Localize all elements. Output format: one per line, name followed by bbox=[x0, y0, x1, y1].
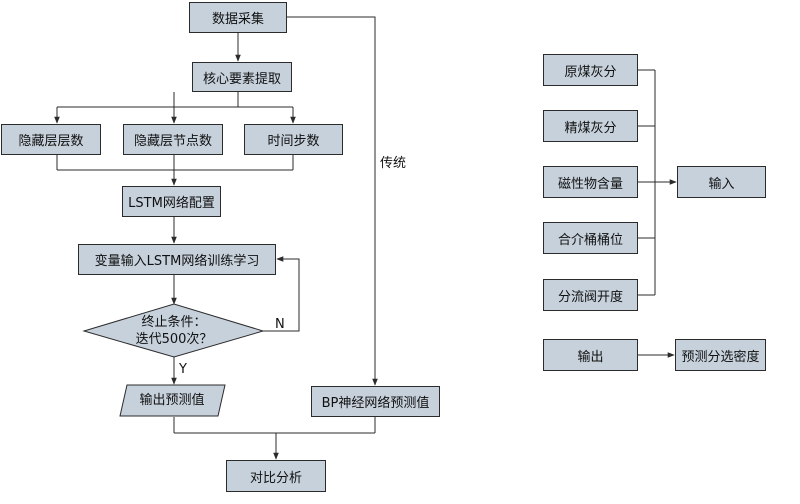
time-steps-label: 时间步数 bbox=[267, 134, 320, 149]
output-target-box: 预测分选密度 bbox=[675, 339, 766, 371]
input-item-3: 磁性物含量 bbox=[543, 166, 638, 198]
output-parallelogram bbox=[119, 384, 226, 417]
condition-line2: 迭代500次？ bbox=[135, 332, 213, 347]
condition-line1: 终止条件： bbox=[141, 315, 207, 330]
lstm-config-box: LSTM网络配置 bbox=[122, 186, 221, 217]
time-steps-box: 时间步数 bbox=[244, 124, 343, 155]
no-label: N bbox=[275, 317, 285, 332]
condition-diamond bbox=[82, 303, 265, 358]
input-target-label: 输入 bbox=[708, 176, 735, 192]
compare-box: 对比分析 bbox=[226, 460, 326, 492]
input-item-5-label: 分流阀开度 bbox=[557, 289, 623, 305]
input-item-2: 精煤灰分 bbox=[543, 110, 638, 142]
output-pred-label: 输出预测值 bbox=[139, 393, 205, 408]
output-source-label: 输出 bbox=[577, 349, 604, 365]
lstm-config-label: LSTM网络配置 bbox=[128, 196, 215, 211]
bp-pred-box: BP神经网络预测值 bbox=[311, 386, 440, 417]
input-item-3-label: 磁性物含量 bbox=[557, 176, 623, 192]
collect-box: 数据采集 bbox=[189, 2, 287, 33]
hidden-layers-box: 隐藏层层数 bbox=[1, 124, 101, 155]
hidden-nodes-box: 隐藏层节点数 bbox=[123, 124, 223, 155]
train-box: 变量输入LSTM网络训练学习 bbox=[78, 244, 276, 275]
input-item-5: 分流阀开度 bbox=[543, 279, 638, 311]
extract-box: 核心要素提取 bbox=[192, 62, 292, 92]
input-item-4: 合介桶桶位 bbox=[543, 222, 638, 254]
hidden-nodes-label: 隐藏层节点数 bbox=[133, 134, 212, 149]
bp-pred-label: BP神经网络预测值 bbox=[321, 396, 430, 411]
compare-label: 对比分析 bbox=[249, 470, 302, 486]
extract-label: 核心要素提取 bbox=[202, 71, 281, 87]
condition-text: 终止条件： 迭代500次？ bbox=[114, 314, 234, 348]
input-item-1-label: 原煤灰分 bbox=[564, 64, 617, 80]
input-item-2-label: 精煤灰分 bbox=[564, 120, 617, 136]
train-label: 变量输入LSTM网络训练学习 bbox=[94, 254, 260, 269]
output-source-box: 输出 bbox=[543, 339, 638, 371]
arrow-traditional-branch bbox=[287, 16, 378, 386]
yes-label: Y bbox=[179, 362, 187, 377]
input-item-4-label: 合介桶桶位 bbox=[557, 232, 623, 248]
collect-label: 数据采集 bbox=[211, 12, 264, 27]
output-target-label: 预测分选密度 bbox=[681, 349, 760, 365]
input-target-box: 输入 bbox=[677, 166, 766, 198]
hidden-layers-label: 隐藏层层数 bbox=[18, 134, 84, 149]
arrow-n-loop-back bbox=[263, 256, 300, 332]
input-item-1: 原煤灰分 bbox=[543, 54, 638, 86]
traditional-label: 传统 bbox=[380, 156, 407, 171]
